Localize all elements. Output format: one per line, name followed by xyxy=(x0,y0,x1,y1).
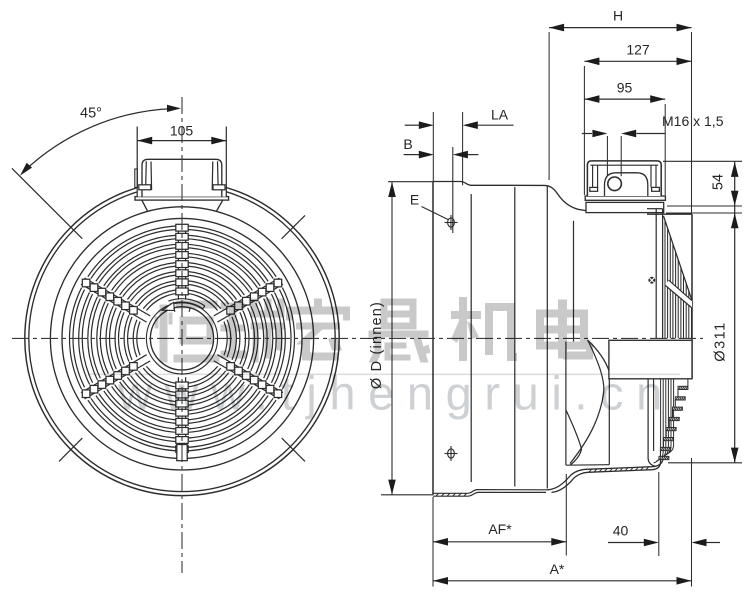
svg-text:A*: A* xyxy=(550,561,565,577)
svg-text:B: B xyxy=(403,136,412,152)
svg-text:Ø311: Ø311 xyxy=(713,321,729,361)
svg-text:95: 95 xyxy=(617,80,633,96)
svg-text:E: E xyxy=(410,192,419,208)
svg-text:AF*: AF* xyxy=(488,521,512,537)
svg-text:H: H xyxy=(613,8,623,24)
svg-text:www.tjhengrui.cn: www.tjhengrui.cn xyxy=(117,367,675,420)
svg-text:M16 x 1,5: M16 x 1,5 xyxy=(662,113,724,129)
svg-text:45°: 45° xyxy=(80,106,102,122)
svg-text:LA: LA xyxy=(491,107,509,123)
svg-text:54: 54 xyxy=(711,174,727,190)
svg-text:40: 40 xyxy=(613,523,629,539)
svg-text:127: 127 xyxy=(626,42,650,58)
